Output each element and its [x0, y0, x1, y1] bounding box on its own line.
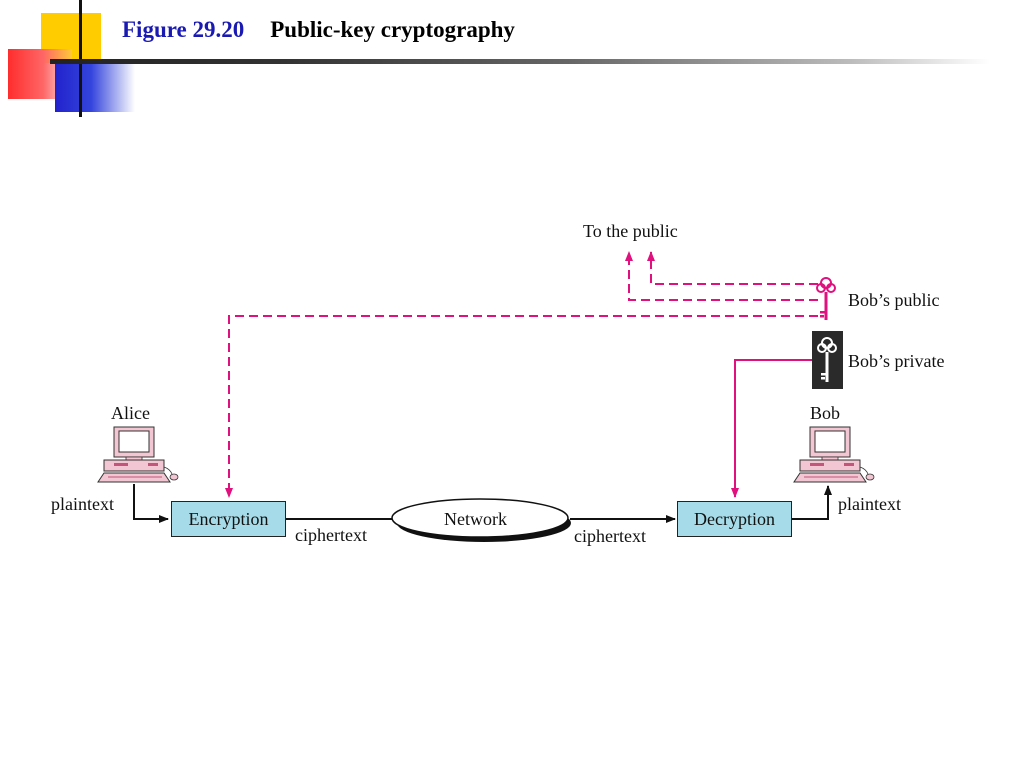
to-public-label: To the public [583, 221, 678, 241]
public-key-path-2 [625, 251, 818, 301]
left-plaintext-label: plaintext [51, 494, 114, 514]
encryption-box: Encryption [171, 501, 286, 537]
decor-horizontal-line [50, 59, 990, 64]
alice-computer-icon [97, 426, 179, 483]
network-ellipse [391, 498, 571, 542]
decryption-box: Decryption [677, 501, 792, 537]
right-plaintext-label: plaintext [838, 494, 901, 514]
alice-label: Alice [111, 403, 150, 423]
data-flow-lines [133, 484, 832, 523]
decryption-to-bob-line [792, 485, 832, 520]
bob-private-key-label: Bob’s private [848, 351, 945, 371]
public-key-path-alice [225, 315, 818, 498]
figure-number: Figure 29.20 [122, 17, 245, 42]
bob-public-key-icon [816, 277, 836, 320]
right-ciphertext-label: ciphertext [574, 526, 646, 546]
decor-vertical-line [79, 0, 82, 117]
bob-computer-icon [793, 426, 875, 483]
public-key-path-1 [647, 251, 818, 285]
slide-title: Figure 29.20 Public-key cryptography [122, 17, 515, 43]
network-label: Network [444, 509, 507, 529]
decor-blue-square [55, 63, 135, 112]
public-key-dashed-paths [225, 251, 818, 498]
bob-private-key-icon [812, 331, 843, 389]
bob-public-key-label: Bob’s public [848, 290, 940, 310]
bob-label: Bob [810, 403, 841, 423]
left-ciphertext-label: ciphertext [295, 525, 367, 545]
private-key-path [731, 359, 812, 498]
alice-to-encryption-line [133, 484, 169, 523]
figure-title: Public-key cryptography [270, 17, 515, 42]
